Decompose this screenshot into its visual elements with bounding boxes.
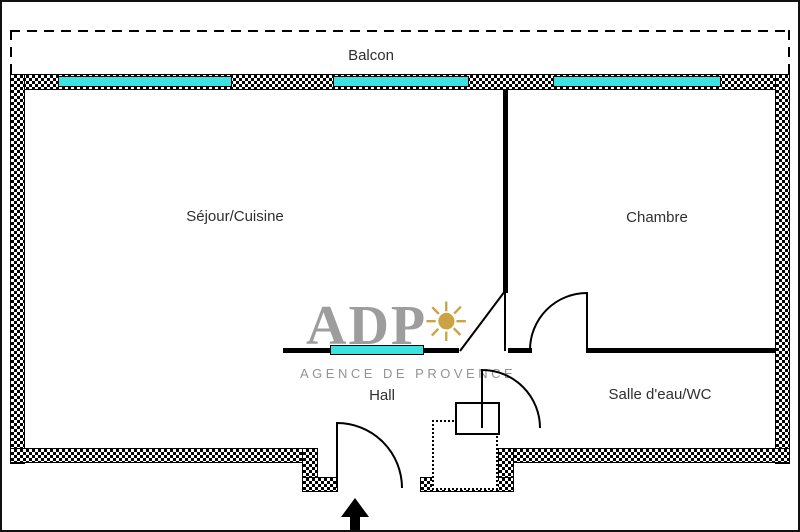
room-label-salle-deau-wc: Salle d'eau/WC [608, 386, 712, 403]
bathroom-fixture [455, 402, 500, 435]
room-label-balcon: Balcon [348, 47, 394, 64]
partition-chambre-salledeau [586, 348, 775, 353]
door-arc-salledeau [481, 368, 541, 429]
room-label-sejour-cuisine: Séjour/Cuisine [186, 208, 284, 225]
wall-right [775, 74, 790, 464]
door-arc-entrance [336, 421, 403, 489]
room-label-chambre: Chambre [626, 209, 688, 226]
wall-entry-porch-bottom-left [302, 477, 338, 492]
window-sejour-center [333, 76, 469, 87]
room-label-hall: Hall [369, 387, 395, 404]
door-arc-chambre [529, 291, 588, 351]
balcony-dashed-edge-left [10, 30, 12, 76]
window-sejour [58, 76, 232, 87]
balcony-dashed-edge-right [788, 30, 790, 76]
wall-bottom-right [498, 448, 790, 463]
window-hall-partition [330, 345, 424, 355]
sun-icon: ☀ [422, 291, 471, 354]
entrance-arrow-icon [341, 498, 369, 530]
window-chambre [553, 76, 721, 87]
agency-logo-text: ADP [306, 295, 428, 357]
partition-hall-center [508, 348, 532, 353]
wall-bottom-left [10, 448, 318, 463]
partition-sejour-chambre [503, 89, 508, 293]
door-leaf-sejour-hall [459, 288, 506, 352]
agency-tagline: AGENCE DE PROVENCE [300, 366, 517, 381]
balcony-dashed-edge-top [10, 30, 790, 32]
wall-left [10, 74, 25, 464]
